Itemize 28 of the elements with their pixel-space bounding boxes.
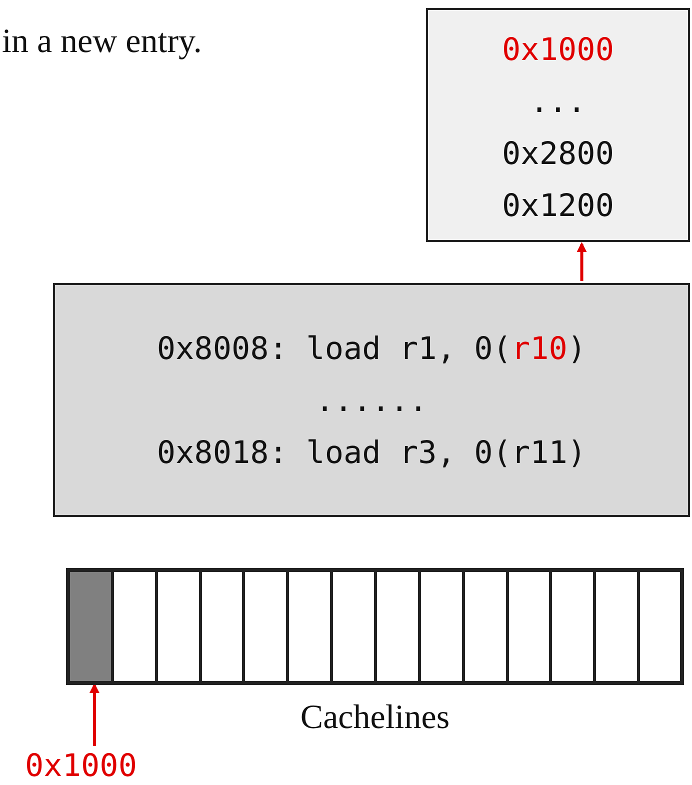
note-text: in a new entry. [2,22,202,62]
address-text: 0x1000 [24,748,138,784]
cacheline-cell [68,570,113,683]
cacheline-cell [331,570,376,683]
address-entry: 0x2800 [501,135,615,174]
cacheline-cell [638,570,682,683]
code-line: 0x8018: load r3, 0(r11) [156,434,588,473]
code-line: 0x8008: load r1, 0(r10) [156,330,588,369]
cacheline-cell [462,570,508,683]
code-box [53,283,690,517]
cacheline-cell [243,570,288,683]
node-label: Cachelines [299,698,451,738]
cacheline-cell [594,570,640,683]
address-entry: 0x1200 [501,187,615,226]
cacheline-cell [418,570,464,683]
cacheline-cell [200,570,244,683]
cacheline-cell [112,570,157,683]
cacheline-cell [506,570,552,683]
cacheline-cell [375,570,420,683]
address-table [426,8,690,242]
cacheline-cell [156,570,201,683]
cacheline-cell [287,570,332,683]
address-entry: 0x1000 [501,31,615,70]
arrow [576,242,587,281]
code-line: ...... [314,382,428,421]
cacheline-cell [550,570,596,683]
arrow [89,683,100,746]
address-entry: ... [529,83,587,122]
